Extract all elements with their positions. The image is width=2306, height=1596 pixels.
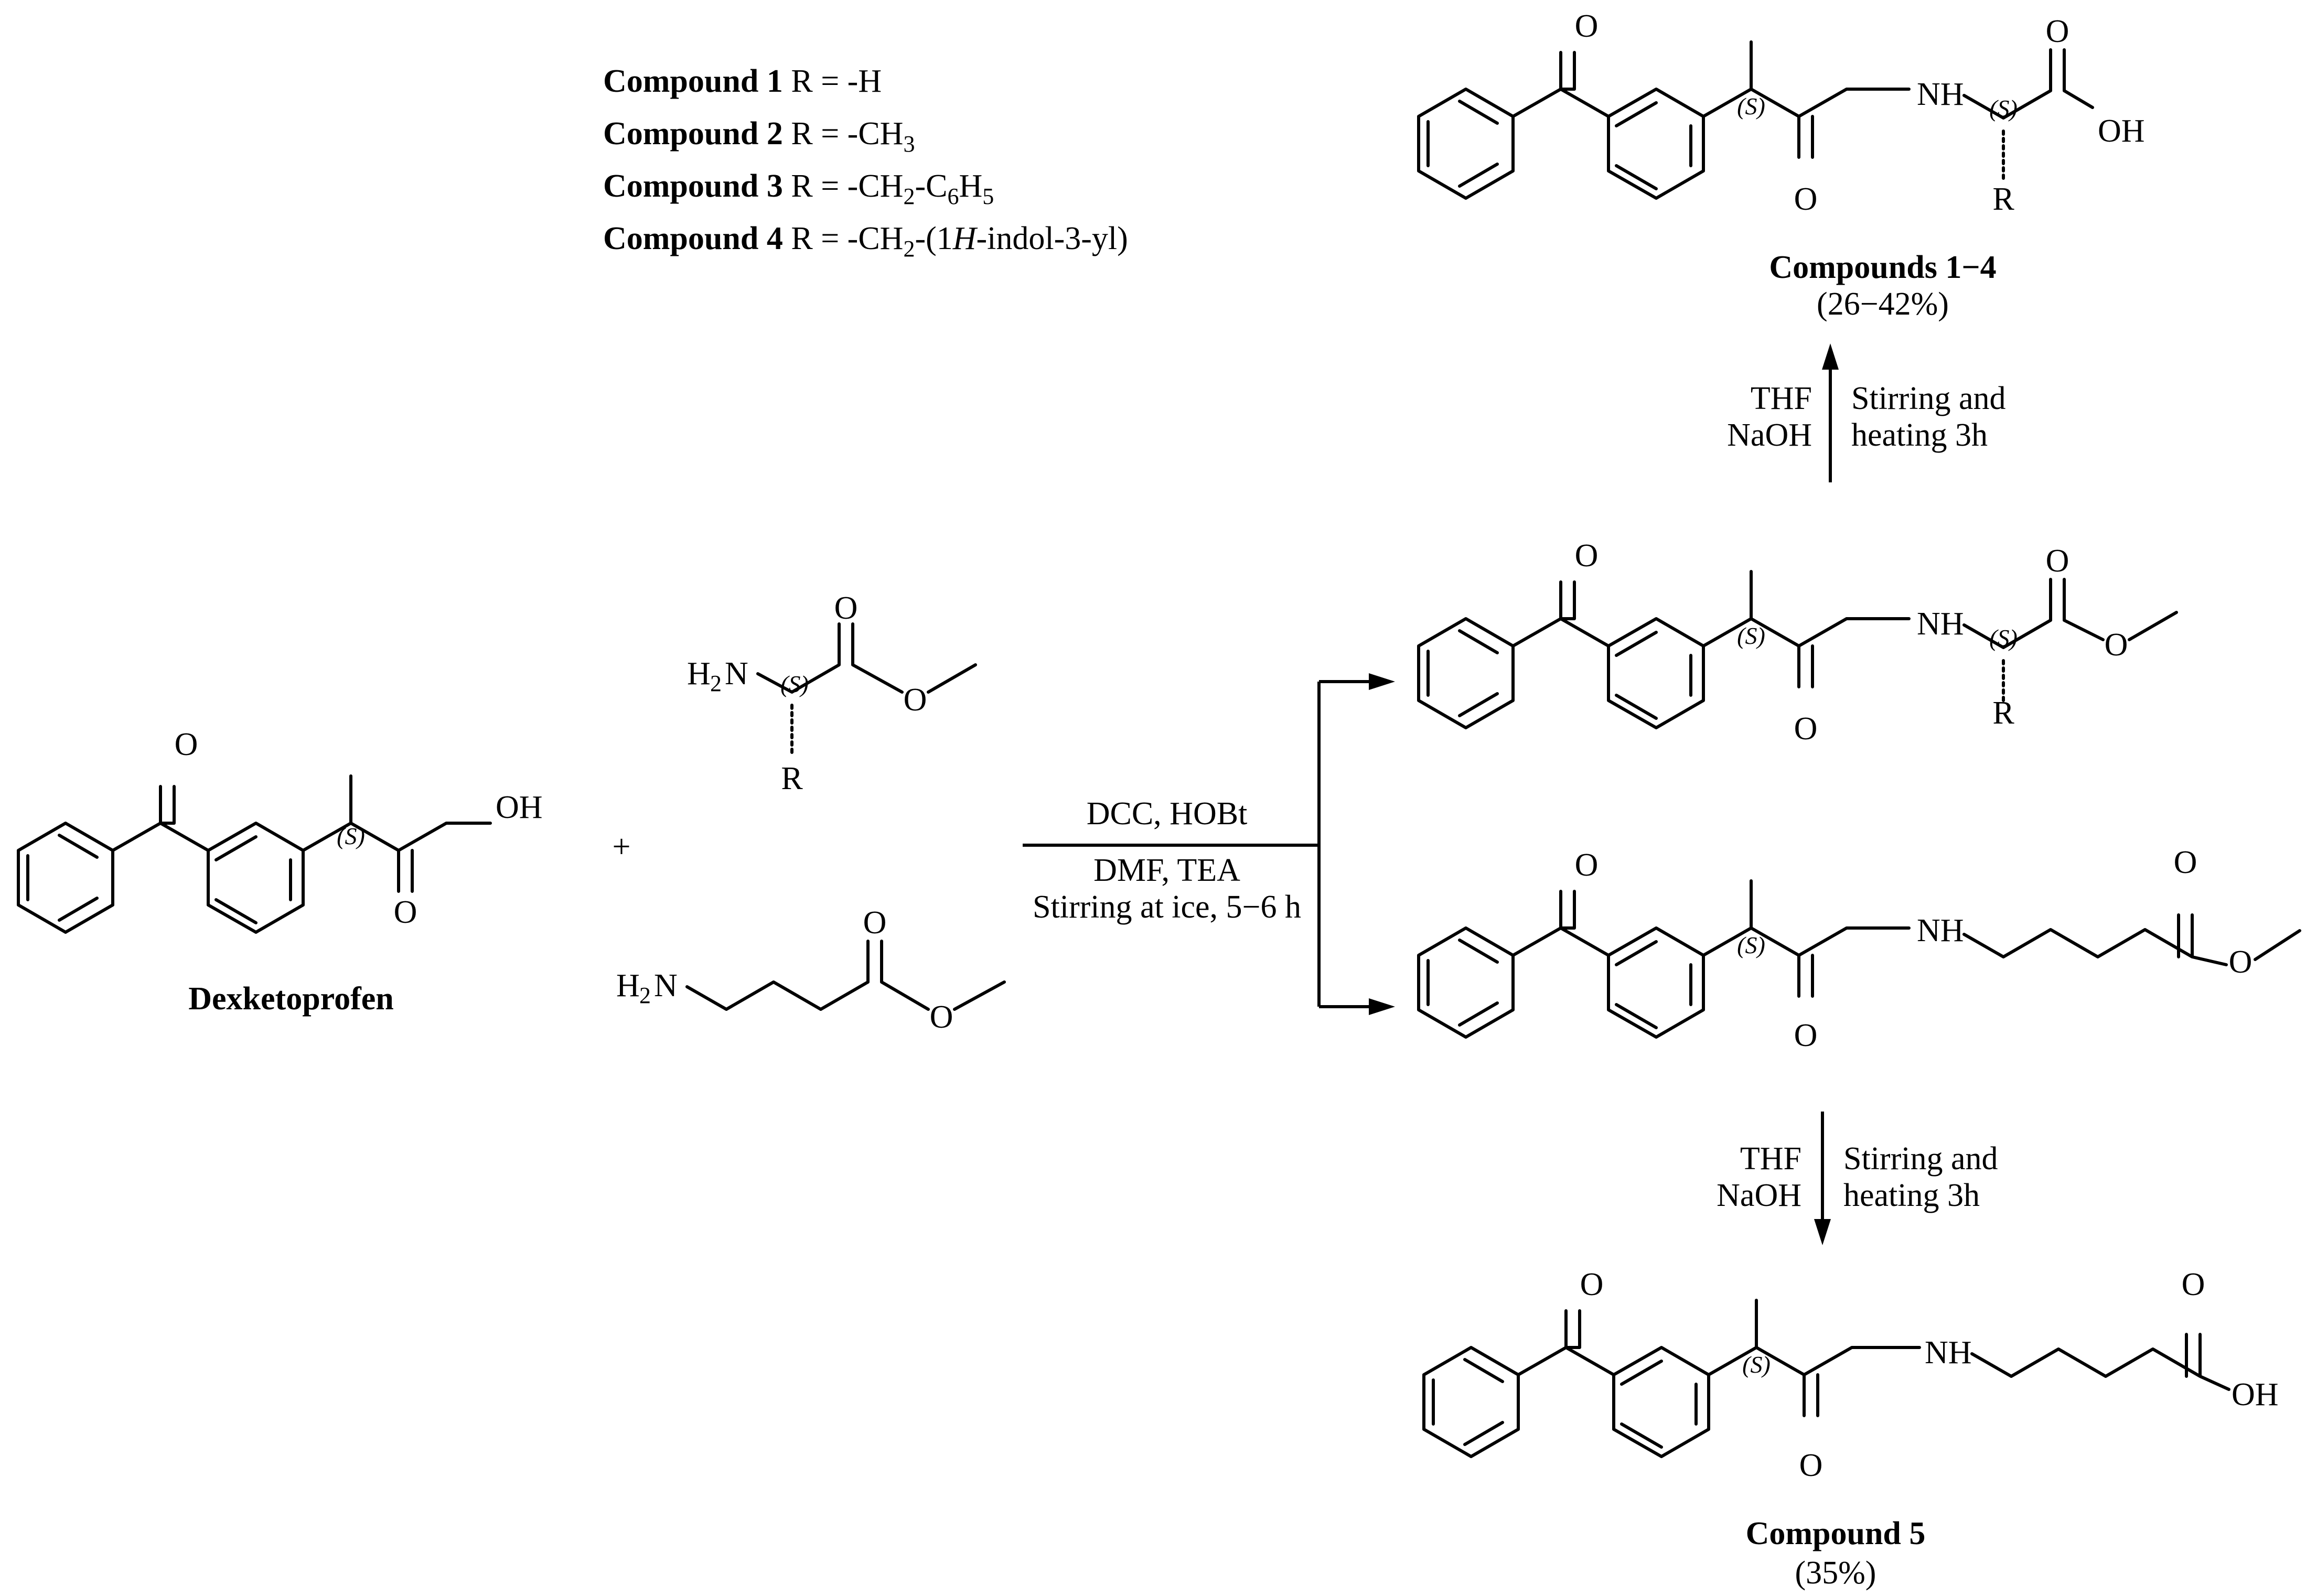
main-conditions-line2: Stirring at ice, 5−6 h	[1033, 889, 1301, 925]
svg-text:heating 3h: heating 3h	[1851, 417, 1988, 453]
svg-text:O: O	[2105, 627, 2128, 663]
svg-text:O: O	[1794, 711, 1818, 747]
legend-compound-1: Compound 1 R = -H	[603, 63, 882, 99]
svg-text:N: N	[654, 968, 678, 1004]
svg-text:NaOH: NaOH	[1727, 417, 1812, 453]
svg-text:O: O	[2174, 845, 2197, 880]
svg-text:(S): (S)	[1737, 932, 1765, 958]
svg-text:O: O	[904, 682, 927, 718]
svg-text:O: O	[2046, 14, 2069, 49]
svg-text:O: O	[930, 999, 953, 1035]
svg-text:O: O	[2229, 944, 2253, 980]
svg-text:THF: THF	[1751, 381, 1812, 416]
svg-text:(S): (S)	[1742, 1351, 1771, 1378]
gaba-ester-intermediate: O (S) O NH O O	[1419, 845, 2301, 1053]
svg-text:R: R	[781, 761, 803, 796]
svg-text:(S): (S)	[1737, 622, 1765, 649]
svg-text:R: R	[1992, 181, 2014, 217]
compound-5-structure: O (S) O NH O OH Compound 5 (35%)	[1424, 1267, 2279, 1591]
svg-text:OH: OH	[2232, 1377, 2279, 1412]
svg-text:Stirring and: Stirring and	[1843, 1141, 1998, 1177]
svg-text:O: O	[1575, 847, 1599, 883]
plus-sign: +	[613, 829, 631, 865]
svg-text:H: H	[616, 968, 640, 1004]
svg-text:N: N	[725, 656, 748, 692]
svg-text:heating 3h: heating 3h	[1843, 1178, 1980, 1213]
svg-text:(S): (S)	[1989, 624, 2018, 651]
svg-text:OH: OH	[2098, 113, 2145, 149]
gaba-ester-structure: H 2 N O O	[616, 905, 1006, 1035]
legend-compound-2: Compound 2 R = -CH3	[603, 116, 915, 157]
svg-text:H: H	[687, 656, 711, 692]
main-conditions-top: DCC, HOBt	[1087, 796, 1248, 832]
compound-5-yield: (35%)	[1795, 1555, 1876, 1591]
svg-text:NH: NH	[1917, 606, 1964, 642]
svg-text:2: 2	[710, 671, 722, 696]
svg-text:O: O	[2046, 543, 2069, 579]
svg-text:(S): (S)	[1737, 93, 1765, 120]
hydrolysis-arrow-down: THF NaOH Stirring and heating 3h	[1717, 1112, 1998, 1245]
compounds-1-4-yield: (26−42%)	[1817, 286, 1949, 322]
svg-text:O: O	[2182, 1267, 2205, 1302]
svg-text:NH: NH	[1925, 1335, 1972, 1371]
compounds-1-4-label: Compounds 1−4	[1769, 250, 1996, 285]
svg-text:R: R	[1992, 695, 2014, 731]
compound-legend: Compound 1 R = -H Compound 2 R = -CH3 Co…	[603, 63, 1128, 262]
main-conditions-line1: DMF, TEA	[1093, 853, 1240, 888]
svg-text:O: O	[1794, 181, 1818, 217]
dexketoprofen-label: Dexketoprofen	[188, 981, 393, 1017]
svg-text:(S): (S)	[337, 823, 365, 849]
compounds-1-4-structure: O (S) O NH (S) O OH R Compounds 1−4 (26−…	[1419, 8, 2145, 322]
hydrolysis-arrow-up: THF NaOH Stirring and heating 3h	[1727, 343, 2005, 482]
svg-text:2: 2	[639, 983, 651, 1008]
legend-compound-3: Compound 3 R = -CH2-C6H5	[603, 168, 994, 209]
svg-text:NaOH: NaOH	[1717, 1178, 1801, 1213]
svg-text:NH: NH	[1917, 913, 1964, 948]
svg-text:O: O	[1794, 1018, 1818, 1053]
svg-text:THF: THF	[1740, 1141, 1801, 1177]
svg-text:OH: OH	[496, 790, 543, 825]
legend-compound-4: Compound 4 R = -CH2-(1H-indol-3-yl)	[603, 221, 1128, 262]
svg-text:Stirring and: Stirring and	[1851, 381, 2005, 416]
svg-text:O: O	[1580, 1267, 1604, 1302]
svg-text:O: O	[1799, 1448, 1823, 1483]
main-reaction-arrow: DCC, HOBt DMF, TEA Stirring at ice, 5−6 …	[1023, 673, 1395, 1015]
svg-text:O: O	[863, 905, 887, 941]
svg-text:O: O	[1575, 8, 1599, 44]
compound-5-label: Compound 5	[1746, 1516, 1926, 1551]
svg-text:(S): (S)	[780, 671, 809, 697]
dexketoprofen-structure: O (S) O OH Dexketoprofen	[18, 727, 543, 1017]
svg-text:(S): (S)	[1989, 95, 2018, 122]
svg-text:O: O	[1575, 538, 1599, 574]
svg-text:NH: NH	[1917, 77, 1964, 112]
svg-text:O: O	[834, 590, 858, 626]
amino-acid-ester-intermediate: O (S) O NH (S) O O R	[1419, 538, 2178, 747]
svg-text:O: O	[175, 727, 198, 762]
svg-text:O: O	[394, 894, 417, 930]
amino-acid-ester-structure: H 2 N (S) O O R	[687, 590, 977, 796]
